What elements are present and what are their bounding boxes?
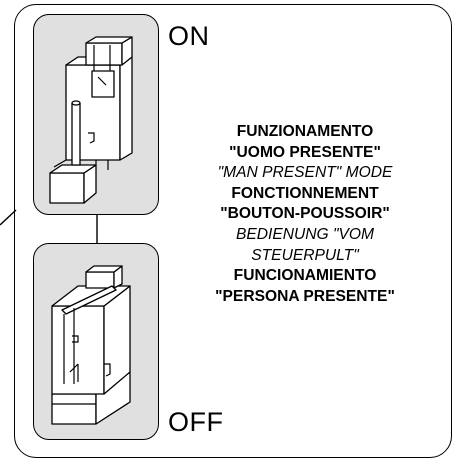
mode-line: "BOUTON-POUSSOIR"	[220, 205, 390, 223]
mode-line: FUNZIONAMENTO	[236, 123, 374, 140]
off-label: OFF	[168, 407, 224, 437]
on-label: ON	[168, 21, 210, 51]
mode-line: "PERSONA PRESENTE"	[215, 287, 395, 305]
mode-line: "MAN PRESENT" MODE	[217, 164, 393, 182]
mode-line: "UOMO PRESENTE"	[229, 143, 381, 161]
leader-line	[0, 209, 17, 226]
panel-connector	[96, 215, 98, 243]
dip-switch-on-panel	[33, 14, 159, 215]
dip-switch-off-panel	[33, 243, 159, 440]
mode-line: STEUERPULT"	[251, 246, 359, 264]
mode-line: FUNCIONAMIENTO	[233, 267, 377, 285]
dip-switch-off-icon	[51, 265, 131, 425]
dip-switch-on-icon	[49, 36, 133, 204]
mode-line: BEDIENUNG "VOM	[235, 225, 375, 243]
callout-frame	[14, 4, 452, 458]
mode-description: FUNZIONAMENTO "UOMO PRESENTE" "MAN PRESE…	[172, 122, 438, 307]
mode-line: FONCTIONNEMENT	[231, 184, 379, 202]
